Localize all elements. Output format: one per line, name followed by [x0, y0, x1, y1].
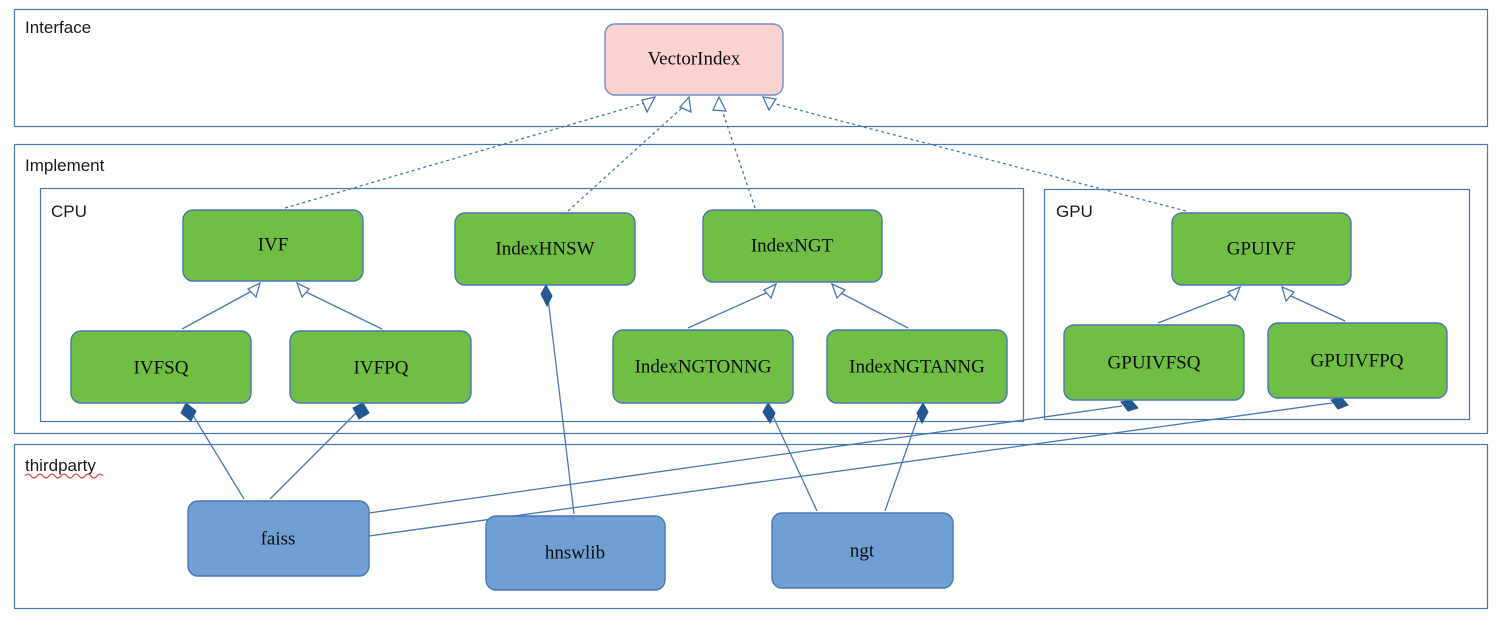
node-indexngt[interactable]: IndexNGT — [702, 209, 883, 283]
edge-indexngt-to-vectorindex — [712, 95, 756, 209]
node-label-indexhnsw: IndexHNSW — [495, 238, 594, 259]
node-ivfsq[interactable]: IVFSQ — [70, 330, 252, 404]
node-box-ngt[interactable] — [771, 512, 954, 589]
node-label-indexngtonng: IndexNGTONNG — [635, 356, 772, 377]
edge-indexhnsw-to-vectorindex — [567, 95, 692, 212]
edge-ngt-to-indexngtonng — [762, 402, 818, 512]
node-label-hnswlib: hnswlib — [545, 542, 605, 563]
node-box-gpuivf[interactable] — [1171, 212, 1352, 286]
edge-faiss-to-ivfsq — [180, 402, 245, 500]
node-gpuivfsq[interactable]: GPUIVFSQ — [1063, 324, 1245, 401]
node-box-ivf[interactable] — [182, 209, 364, 282]
node-box-indexngtanng[interactable] — [826, 329, 1008, 404]
edges — [180, 95, 1349, 537]
node-box-ivfpq[interactable] — [289, 330, 472, 404]
node-faiss[interactable]: faiss — [187, 500, 370, 577]
group-thirdparty: thirdparty — [13, 443, 1489, 610]
node-label-ivfpq: IVFPQ — [354, 357, 409, 378]
group-frame-thirdparty — [13, 443, 1489, 610]
node-box-indexngtonng[interactable] — [612, 329, 794, 404]
node-box-vectorindex[interactable] — [604, 23, 784, 96]
group-label-interface: Interface — [25, 18, 91, 37]
node-label-indexngt: IndexNGT — [751, 235, 834, 256]
node-gpuivfpq[interactable]: GPUIVFPQ — [1267, 322, 1448, 399]
group-label-thirdparty: thirdparty — [25, 456, 96, 475]
edge-gpuivf-to-vectorindex — [761, 96, 1187, 212]
node-label-ivfsq: IVFSQ — [134, 357, 189, 378]
node-box-ivfsq[interactable] — [70, 330, 252, 404]
node-indexhnsw[interactable]: IndexHNSW — [454, 212, 636, 286]
node-vectorindex[interactable]: VectorIndex — [604, 23, 784, 96]
node-box-gpuivfpq[interactable] — [1267, 322, 1448, 399]
node-box-gpuivfsq[interactable] — [1063, 324, 1245, 401]
node-ivf[interactable]: IVF — [182, 209, 364, 282]
node-label-ngt: ngt — [850, 540, 875, 561]
edge-ivfpq-to-ivf — [295, 281, 383, 330]
edge-ivfsq-to-ivf — [181, 281, 262, 330]
group-label-gpu: GPU — [1056, 202, 1093, 221]
node-box-hnswlib[interactable] — [485, 515, 666, 591]
node-label-gpuivfsq: GPUIVFSQ — [1108, 352, 1201, 373]
group-frame-cpu — [39, 187, 1025, 423]
edge-indexngtanng-to-indexngt — [830, 282, 909, 329]
spellcheck-squiggle-icon — [24, 473, 104, 479]
edge-indexngtonng-to-indexngt — [687, 282, 778, 329]
node-ngt[interactable]: ngt — [771, 512, 954, 589]
edge-gpuivfpq-to-gpuivf — [1281, 285, 1346, 322]
group-interface: Interface — [13, 8, 1489, 128]
node-label-indexngtanng: IndexNGTANNG — [849, 356, 985, 377]
node-label-gpuivf: GPUIVF — [1227, 238, 1296, 259]
nodes: VectorIndex IVF IndexHNSW IndexNGT GPUIV… — [70, 23, 1448, 591]
group-implement: Implement — [13, 143, 1489, 435]
node-label-gpuivfpq: GPUIVFPQ — [1311, 350, 1404, 371]
edge-faiss-to-ivfpq — [269, 402, 370, 500]
edge-ivf-to-vectorindex — [284, 96, 657, 209]
node-box-indexhnsw[interactable] — [454, 212, 636, 286]
edge-ngt-to-indexngtanng — [884, 402, 929, 512]
edge-faiss-to-gpuivfsq — [368, 399, 1139, 514]
node-box-indexngt[interactable] — [702, 209, 883, 283]
node-indexngtanng[interactable]: IndexNGTANNG — [826, 329, 1008, 404]
group-frame-implement — [13, 143, 1489, 435]
group-frame-interface — [13, 8, 1489, 128]
group-frames: Interface Implement CPU GPU thirdparty — [13, 8, 1489, 610]
node-indexngtonng[interactable]: IndexNGTONNG — [612, 329, 794, 404]
edge-faiss-to-gpuivfpq — [368, 396, 1349, 537]
node-gpuivf[interactable]: GPUIVF — [1171, 212, 1352, 286]
group-label-cpu: CPU — [51, 202, 87, 221]
node-ivfpq[interactable]: IVFPQ — [289, 330, 472, 404]
edge-hnswlib-to-indexhnsw — [540, 283, 575, 515]
edge-gpuivfsq-to-gpuivf — [1157, 285, 1242, 324]
node-hnswlib[interactable]: hnswlib — [485, 515, 666, 591]
group-frame-gpu — [1043, 188, 1471, 421]
node-label-vectorindex: VectorIndex — [648, 48, 741, 69]
group-cpu: CPU — [39, 187, 1025, 423]
group-label-implement: Implement — [25, 156, 105, 175]
group-gpu: GPU — [1043, 188, 1471, 421]
node-label-faiss: faiss — [261, 528, 296, 549]
node-box-faiss[interactable] — [187, 500, 370, 577]
node-label-ivf: IVF — [258, 234, 289, 255]
